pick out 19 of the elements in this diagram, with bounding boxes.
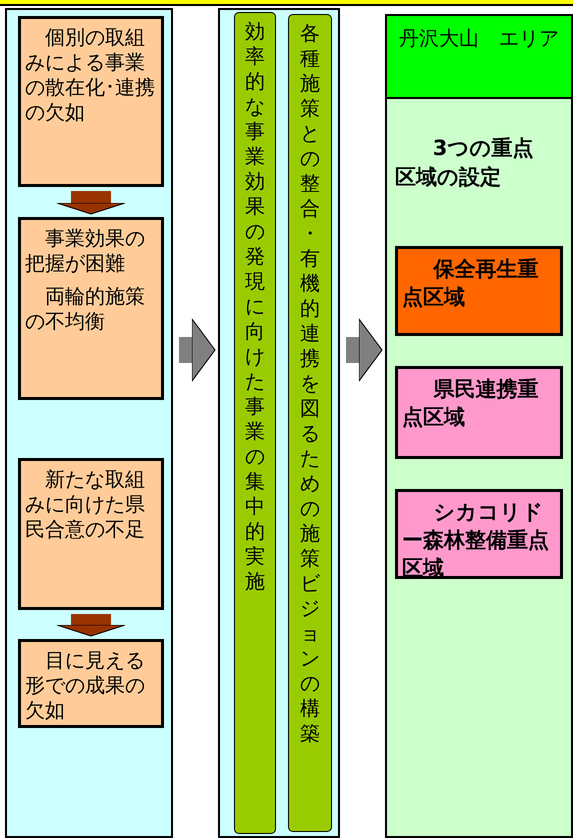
problem-box xyxy=(18,217,164,400)
arrow xyxy=(346,318,382,382)
section-heading: 3つの重点区域の設定 xyxy=(395,135,534,191)
panel xyxy=(385,14,573,838)
arrow xyxy=(179,318,216,382)
arrow xyxy=(56,191,126,214)
arrow xyxy=(56,614,126,636)
problem-box: 目に見える形での成果の欠如 xyxy=(18,639,164,728)
problem-box: 新たな取組みに向けた県民合意の不足 xyxy=(18,458,164,610)
vertical-bar: 効率的な事業効果の発現に向けた事業の集中的実施 xyxy=(234,12,276,834)
panel xyxy=(5,8,173,838)
problem-box: 個別の取組みによる事業の散在化･連携の欠如 xyxy=(18,16,164,187)
zone-box: 県民連携重点区域 xyxy=(395,366,563,459)
problem-text: 両輪的施策の不均衡 xyxy=(25,284,146,334)
vertical-bar: 各種施策との整合・有機的連携を図るための施策ビジョンの構築 xyxy=(288,14,332,832)
problem-text: 事業効果の把握が困難 xyxy=(25,226,146,276)
zone-box: 保全再生重点区域 xyxy=(395,246,563,336)
header-band: 丹沢大山 エリア xyxy=(387,16,571,99)
panel xyxy=(218,8,340,838)
